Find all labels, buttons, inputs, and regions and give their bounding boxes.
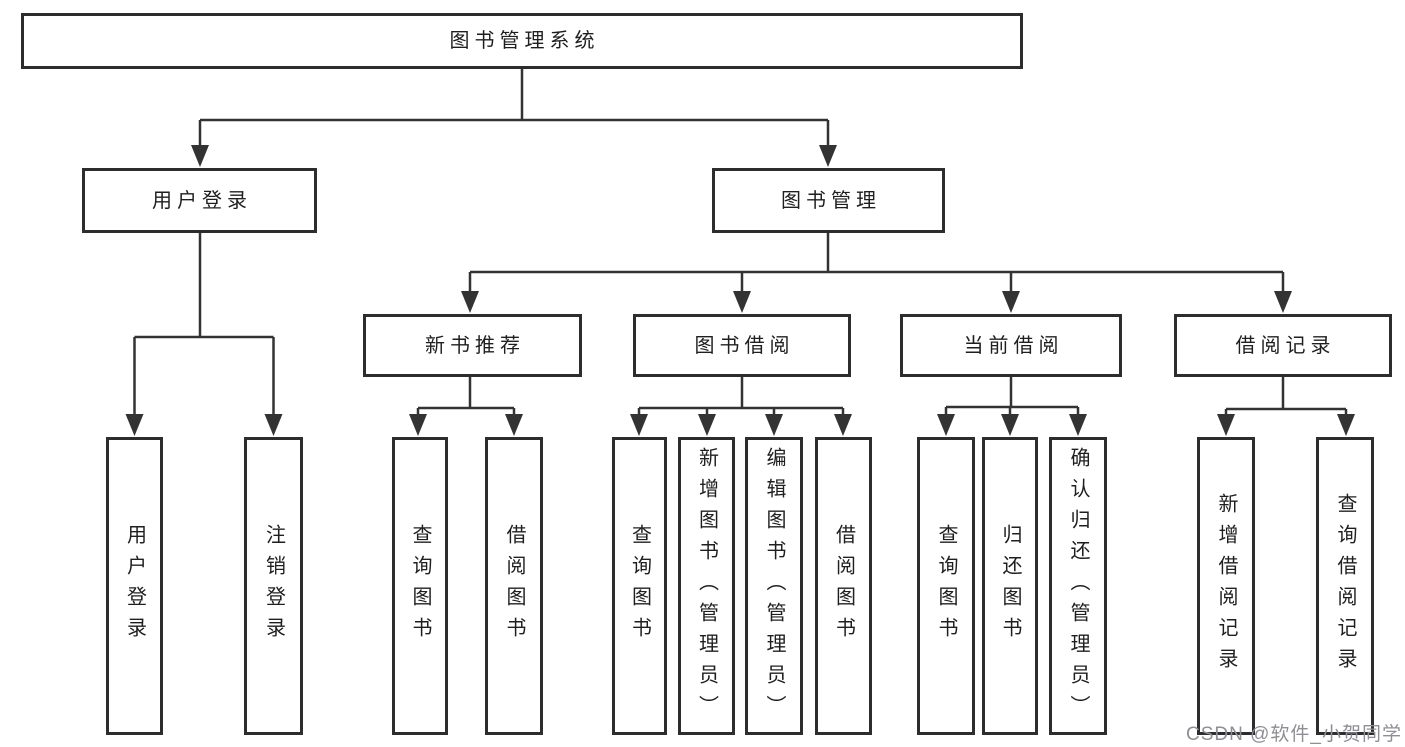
node-current-borrowing: 当前借阅: [900, 314, 1122, 377]
leaf-borrow-books-borrowing-label: 借阅图书: [832, 524, 855, 648]
leaf-query-books-recommend: 查询图书: [392, 437, 448, 735]
node-root: 图书管理系统: [21, 13, 1023, 69]
leaf-query-borrowing-record: 查询借阅记录: [1316, 437, 1374, 735]
leaf-add-borrowing-record-label: 新增借阅记录: [1215, 493, 1237, 679]
node-root-label: 图书管理系统: [449, 30, 600, 52]
node-user-login: 用户登录: [82, 168, 317, 233]
node-borrowing-records: 借阅记录: [1174, 314, 1392, 377]
leaf-logout-label: 注销登录: [262, 524, 285, 648]
leaf-user-login-label: 用户登录: [123, 524, 146, 648]
node-book-management: 图书管理: [712, 168, 945, 233]
connector-book-borrowing-to-leaves: [637, 377, 845, 420]
connector-user-login-to-leaves: [133, 233, 275, 420]
arrowheads: [125, 145, 1355, 436]
node-new-book-recommend: 新书推荐: [363, 314, 582, 377]
connector-current-borrowing-to-leaves: [944, 377, 1080, 420]
leaf-confirm-return-admin: 确认归还（管理员）: [1049, 437, 1107, 735]
leaf-borrow-books-recommend-label: 借阅图书: [503, 524, 525, 648]
leaf-edit-books-admin-label: 编辑图书（管理员）: [763, 446, 785, 726]
node-user-login-label: 用户登录: [152, 189, 252, 212]
connector-book-management-to-level3: [468, 233, 1285, 297]
connector-new-book-recommend-to-leaves: [416, 377, 516, 420]
node-book-borrowing: 图书借阅: [633, 314, 851, 377]
leaf-add-borrowing-record: 新增借阅记录: [1197, 437, 1255, 735]
leaf-query-books-current-label: 查询图书: [935, 524, 957, 648]
node-new-book-recommend-label: 新书推荐: [425, 334, 525, 357]
leaf-borrow-books-recommend: 借阅图书: [485, 437, 543, 735]
leaf-query-borrowing-record-label: 查询借阅记录: [1334, 493, 1356, 679]
leaf-query-books-recommend-label: 查询图书: [409, 524, 431, 648]
leaf-return-books: 归还图书: [982, 437, 1038, 735]
leaf-borrow-books-borrowing: 借阅图书: [815, 437, 872, 735]
leaf-query-books-current: 查询图书: [917, 437, 975, 735]
connector-root-to-level2: [198, 69, 830, 151]
leaf-user-login: 用户登录: [106, 437, 163, 735]
leaf-edit-books-admin: 编辑图书（管理员）: [745, 437, 803, 735]
connector-borrowing-records-to-leaves: [1224, 377, 1348, 420]
node-current-borrowing-label: 当前借阅: [963, 334, 1064, 357]
csdn-watermark: CSDN @软件_小贺同学: [1186, 724, 1402, 745]
leaf-query-books-borrowing: 查询图书: [612, 437, 667, 735]
node-book-borrowing-label: 图书借阅: [694, 334, 795, 357]
leaf-return-books-label: 归还图书: [999, 524, 1021, 648]
node-borrowing-records-label: 借阅记录: [1235, 334, 1336, 357]
leaf-logout: 注销登录: [244, 437, 303, 735]
leaf-query-books-borrowing-label: 查询图书: [628, 524, 651, 648]
leaf-add-books-admin-label: 新增图书（管理员）: [695, 446, 718, 726]
leaf-add-books-admin: 新增图书（管理员）: [678, 437, 735, 735]
node-book-management-label: 图书管理: [781, 189, 881, 212]
leaf-confirm-return-admin-label: 确认归还（管理员）: [1067, 446, 1089, 726]
